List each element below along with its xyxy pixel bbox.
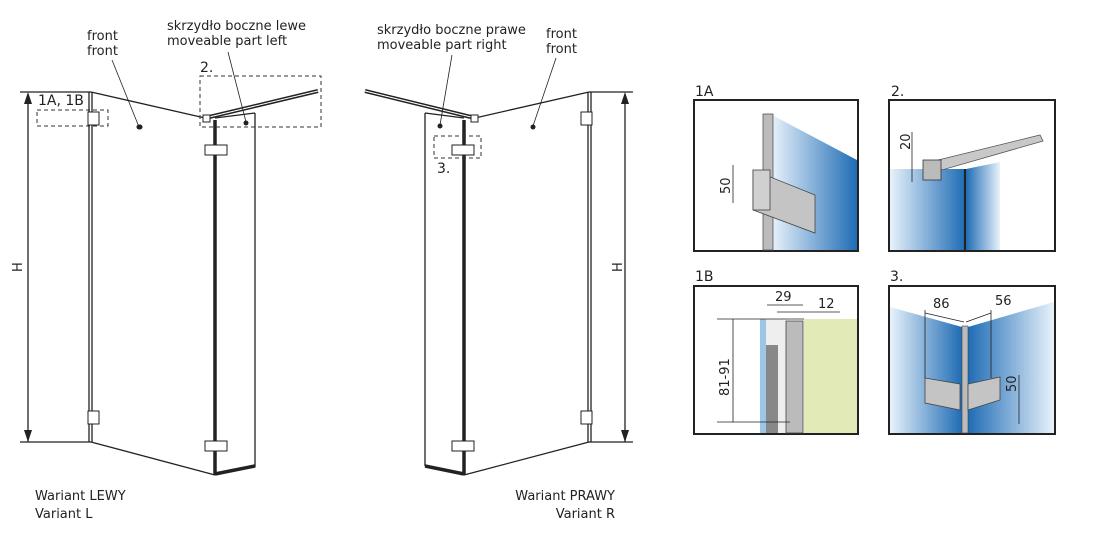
hinge-icon <box>87 410 100 425</box>
detail-1a: 1A 50 <box>693 84 859 252</box>
hinge-icon <box>580 111 593 126</box>
detail-1-marker <box>36 109 109 127</box>
detail-3-marker <box>433 135 482 159</box>
caption-left: Wariant LEWY <box>35 489 126 504</box>
caption-right: Wariant PRAWY <box>515 489 615 504</box>
dimension-label: 50 <box>1005 375 1020 392</box>
detail-3: 3. 86 56 50 <box>888 269 1056 435</box>
front-label: front <box>87 29 118 44</box>
dimension-label: 81-91 <box>718 358 733 396</box>
moveable-label-en: moveable part left <box>167 34 287 49</box>
detail-title: 1A <box>695 84 714 100</box>
detail-title: 2. <box>891 84 904 100</box>
hinge-icon <box>451 440 475 452</box>
detail-1-label: 1A, 1B <box>38 93 84 109</box>
hinge-icon <box>204 440 228 452</box>
dimension-label: 56 <box>995 294 1012 309</box>
caption-right-en: Variant R <box>556 507 615 522</box>
hinge-icon <box>87 111 100 126</box>
moveable-label: skrzydło boczne lewe <box>167 19 306 34</box>
detail-2-label: 2. <box>200 60 213 76</box>
hinge-icon <box>204 144 228 156</box>
detail-title: 3. <box>890 269 903 285</box>
height-label: H <box>11 262 26 272</box>
detail-3-label: 3. <box>437 161 450 177</box>
height-label: H <box>611 262 626 272</box>
detail-2-marker <box>199 75 322 128</box>
right-variant-drawing: H 3. skrzydło boczne prawe moveable part… <box>364 23 633 522</box>
front-label-en: front <box>87 44 118 59</box>
hinge-icon <box>451 144 475 156</box>
detail-1b: 1B 81-91 29 12 <box>693 269 859 435</box>
dimension-label: 29 <box>775 290 792 305</box>
left-variant-drawing: H 1A, 1B 2. front front skrzydło boczne … <box>11 19 322 522</box>
moveable-label-en: moveable part right <box>377 38 507 53</box>
moveable-label: skrzydło boczne prawe <box>377 23 526 38</box>
front-label-en: front <box>546 42 577 57</box>
front-label: front <box>546 27 577 42</box>
hinge-icon <box>580 410 593 425</box>
dimension-label: 86 <box>933 297 950 312</box>
dimension-label: 12 <box>818 297 835 312</box>
dimension-label: 50 <box>719 177 734 194</box>
detail-title: 1B <box>695 269 714 285</box>
dimension-label: 20 <box>899 133 914 150</box>
detail-2: 2. 20 <box>888 84 1056 252</box>
caption-left-en: Variant L <box>35 507 93 522</box>
